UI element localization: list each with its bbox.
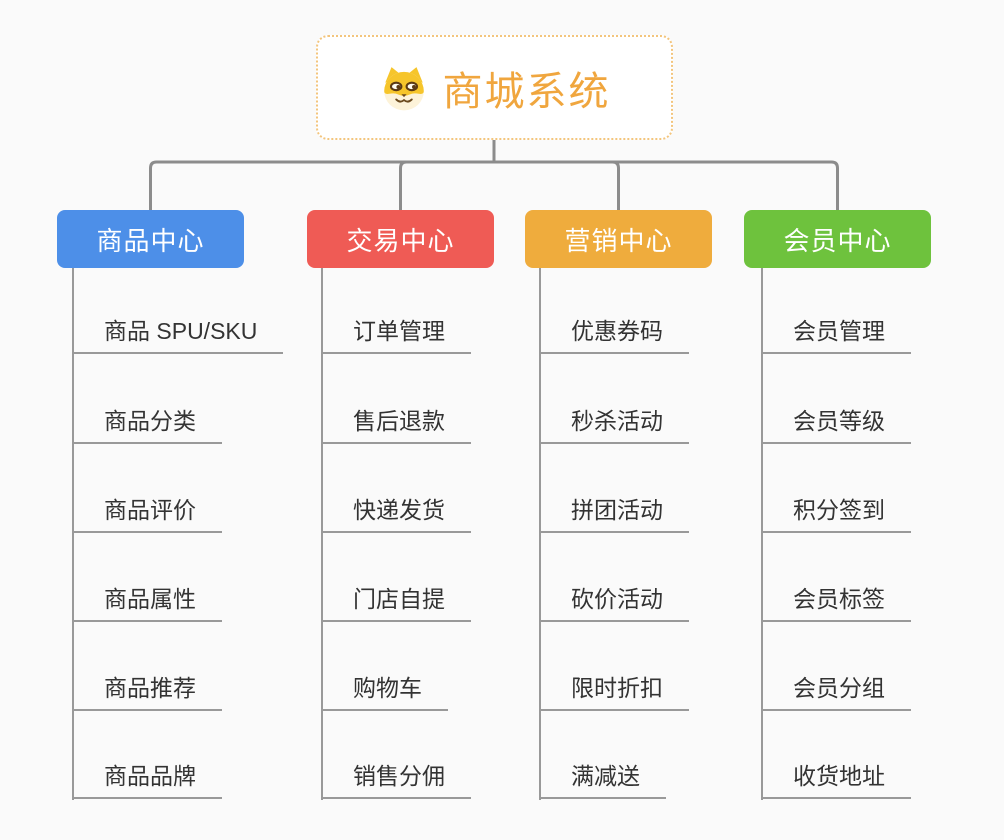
branch-trunk-line-trade-center — [321, 268, 323, 800]
leaf-node[interactable]: 会员标签 — [761, 584, 911, 622]
leaf-node[interactable]: 收货地址 — [761, 761, 911, 799]
leaf-node[interactable]: 售后退款 — [321, 406, 471, 444]
leaf-node[interactable]: 商品 SPU/SKU — [72, 316, 284, 354]
branch-trunk-line-marketing-center — [539, 268, 541, 800]
leaf-node[interactable]: 商品属性 — [72, 584, 222, 622]
leaf-node[interactable]: 商品评价 — [72, 495, 222, 533]
leaf-node[interactable]: 门店自提 — [321, 584, 471, 622]
leaf-node[interactable]: 会员分组 — [761, 673, 911, 711]
leaf-node[interactable]: 拼团活动 — [539, 495, 689, 533]
leaf-node[interactable]: 限时折扣 — [539, 673, 689, 711]
branch-node-trade-center[interactable]: 交易中心 — [307, 210, 494, 268]
branch-trunk-line-member-center — [761, 268, 763, 800]
branch-node-product-center[interactable]: 商品中心 — [57, 210, 244, 268]
branch-node-member-center[interactable]: 会员中心 — [744, 210, 931, 268]
root-node-label: 商城系统 — [442, 69, 611, 114]
leaf-node[interactable]: 快递发货 — [321, 495, 471, 533]
leaf-node[interactable]: 销售分佣 — [321, 761, 471, 799]
leaf-node[interactable]: 积分签到 — [761, 495, 911, 533]
leaf-node[interactable]: 商品品牌 — [72, 761, 222, 799]
leaf-node[interactable]: 会员等级 — [761, 406, 911, 444]
branch-trunk-line-product-center — [72, 268, 74, 800]
leaf-node[interactable]: 购物车 — [321, 673, 448, 711]
branch-node-marketing-center[interactable]: 营销中心 — [525, 210, 712, 268]
leaf-node[interactable]: 秒杀活动 — [539, 406, 689, 444]
shiba-dog-icon — [383, 66, 424, 110]
leaf-node[interactable]: 订单管理 — [321, 316, 471, 354]
leaf-node[interactable]: 砍价活动 — [539, 584, 689, 622]
leaf-node[interactable]: 商品推荐 — [72, 673, 222, 711]
leaf-node[interactable]: 优惠券码 — [539, 316, 689, 354]
root-node[interactable]: 商城系统 — [316, 35, 673, 140]
leaf-node[interactable]: 会员管理 — [761, 316, 911, 354]
leaf-node[interactable]: 满减送 — [539, 761, 666, 799]
leaf-node[interactable]: 商品分类 — [72, 406, 222, 444]
